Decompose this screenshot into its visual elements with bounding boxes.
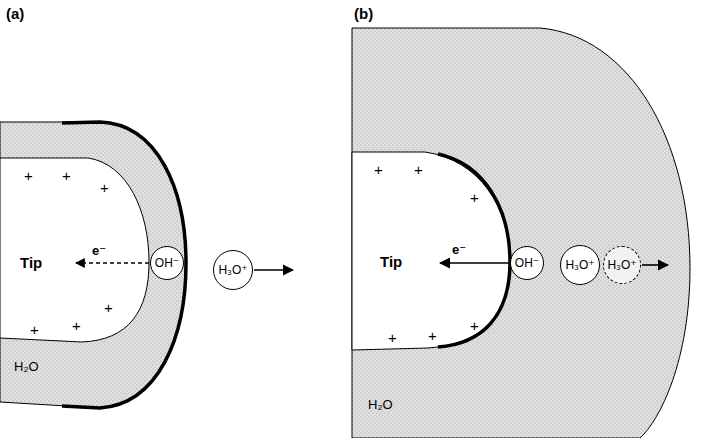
- ion-circle: H₃O⁺: [213, 250, 253, 290]
- ion-label: H₃O⁺: [607, 259, 636, 271]
- ion-circle: OH⁻: [150, 246, 184, 280]
- tip-surface-thick: [438, 154, 510, 347]
- charge-sign: +: [470, 190, 479, 205]
- tip-label: Tip: [380, 254, 402, 269]
- charge-sign: +: [24, 168, 33, 183]
- panel-letter: (a): [6, 6, 24, 21]
- charge-sign: +: [428, 328, 437, 343]
- water-film: [0, 122, 186, 408]
- electron-label: e⁻: [452, 243, 466, 256]
- charge-sign: +: [104, 300, 113, 315]
- ion-label: H₃O⁺: [218, 264, 247, 276]
- charge-sign: +: [470, 318, 479, 333]
- electron-arrow: [440, 262, 509, 264]
- ion-arrow: [254, 269, 293, 271]
- charge-sign: +: [72, 318, 81, 333]
- tip-label: Tip: [20, 255, 42, 270]
- panel-letter: (b): [354, 6, 373, 21]
- ion-circle: OH⁻: [510, 246, 544, 280]
- ion-arrow: [642, 264, 668, 266]
- ion-label: H₃O⁺: [565, 259, 594, 271]
- electron-label: e⁻: [92, 244, 106, 257]
- water-label: H₂O: [368, 398, 393, 411]
- charge-sign: +: [100, 180, 109, 195]
- ion-circle: H₃O⁺: [603, 246, 641, 284]
- ion-label: OH⁻: [155, 257, 179, 269]
- charge-sign: +: [388, 330, 397, 345]
- ion-label: OH⁻: [515, 257, 539, 269]
- tip: [0, 158, 149, 342]
- water-film: [352, 28, 690, 438]
- electron-arrow: [76, 262, 149, 263]
- water-label: H₂O: [14, 360, 39, 373]
- charge-sign: +: [374, 162, 383, 177]
- charge-sign: +: [414, 162, 423, 177]
- charge-sign: +: [30, 322, 39, 337]
- tip: [352, 152, 510, 350]
- ion-circle: H₃O⁺: [560, 245, 600, 285]
- charge-sign: +: [62, 168, 71, 183]
